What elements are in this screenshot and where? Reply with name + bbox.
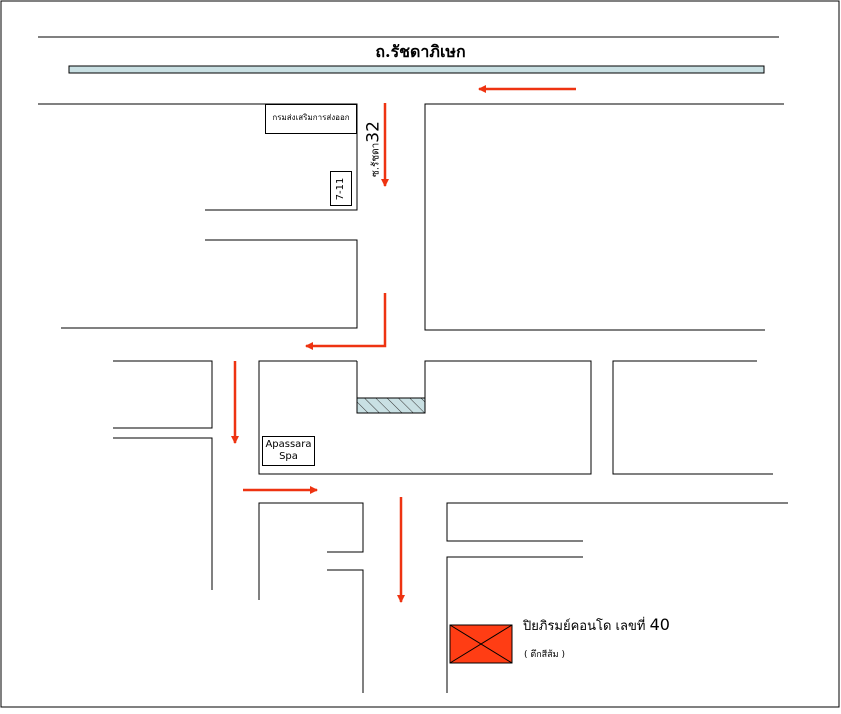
condo-sublabel: ( ตึกสีส้ม ) xyxy=(524,650,565,660)
street-lines xyxy=(38,103,788,693)
condo-label-text: ปิยภิรมย์คอนโด เลขที่ xyxy=(523,619,646,634)
export-dept-label: กรมส่งเสริมการส่งออก xyxy=(265,104,357,134)
seven-eleven-label: 7-11 xyxy=(335,177,346,200)
main-road-label: ถ.รัชดาภิเษก xyxy=(375,42,466,61)
route-arrow-turn-west xyxy=(305,293,387,350)
seven-eleven-box: 7-11 xyxy=(330,171,352,206)
route-arrows xyxy=(231,85,576,603)
spa-label-line1: Apassara xyxy=(265,439,312,450)
soi-label-prefix: ซ.รัชดา xyxy=(370,142,382,177)
soi-label: ซ.รัชดา32 xyxy=(362,110,386,188)
condo-number: 40 xyxy=(649,615,670,634)
condo-destination-marker xyxy=(449,624,513,664)
soi-label-number: 32 xyxy=(363,121,384,143)
condo-label: ปิยภิรมย์คอนโด เลขที่ 40 xyxy=(523,615,670,634)
apassara-spa-box: Apassara Spa xyxy=(262,436,315,466)
main-road-band xyxy=(68,65,765,74)
condo-entrance-hatched xyxy=(356,397,426,414)
spa-label-line2: Spa xyxy=(279,451,298,462)
